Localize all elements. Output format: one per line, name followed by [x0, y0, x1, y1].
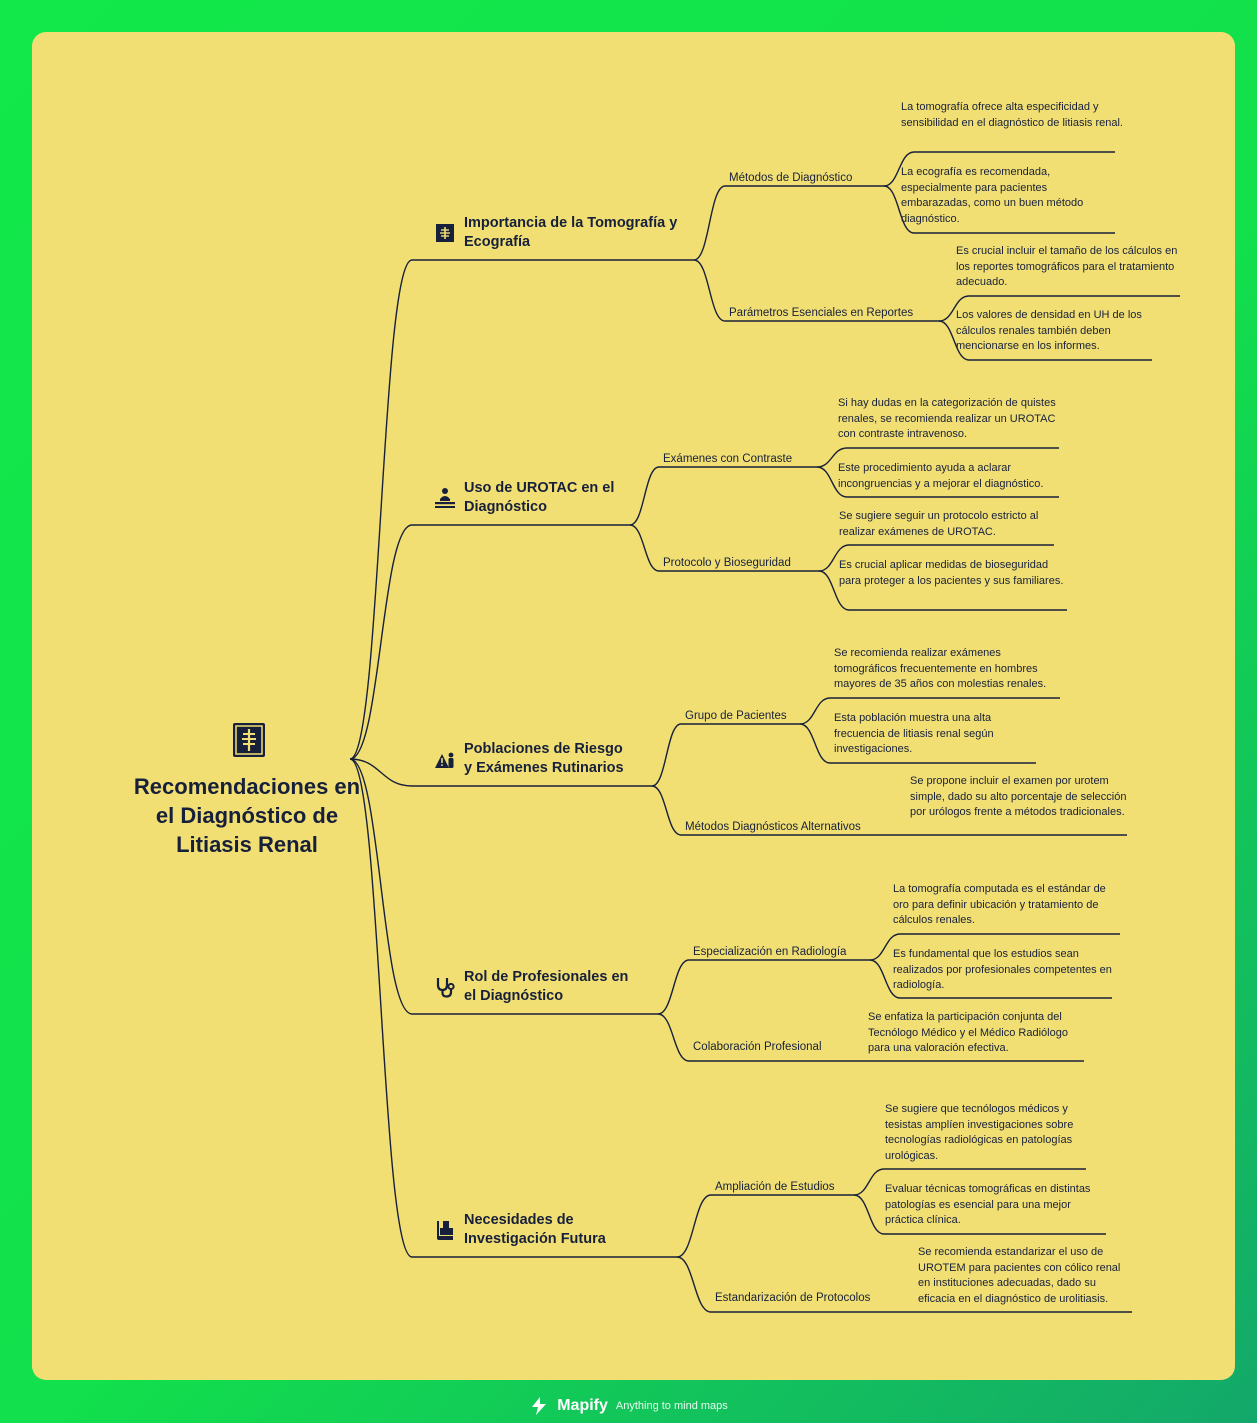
sub-ampliacion-estudios[interactable]: Ampliación de Estudios [715, 1181, 835, 1193]
connector-curve [693, 185, 726, 261]
patient-scan-icon [435, 488, 455, 508]
branch-title: Uso de UROTAC en el Diagnóstico [464, 480, 615, 515]
branch-rol-profesionales[interactable]: Rol de Profesionales en el Diagnóstico [434, 968, 644, 1006]
connector-curve [657, 959, 690, 1015]
connector-curve [938, 295, 970, 322]
branch-urotac[interactable]: Uso de UROTAC en el Diagnóstico [434, 479, 624, 517]
connector-curve [349, 259, 413, 760]
connector-curve [629, 524, 660, 572]
connector-curve [799, 697, 831, 725]
sub-protocolo-bioseguridad[interactable]: Protocolo y Bioseguridad [663, 557, 791, 569]
leaf-node: Si hay dudas en la categorización de qui… [838, 397, 1056, 440]
connector-curve [651, 785, 682, 836]
connector-curve [676, 1256, 712, 1313]
sub-metodos-diagnostico[interactable]: Métodos de Diagnóstico [729, 172, 853, 184]
leaf-node: Es crucial incluir el tamaño de los cálc… [956, 245, 1178, 288]
connector-curve [349, 524, 413, 760]
footer: Mapify Anything to mind maps [0, 1392, 1257, 1420]
leaf-node: Se propone incluir el examen por urotem … [910, 775, 1127, 818]
leaf-node: Se sugiere seguir un protocolo estricto … [839, 510, 1039, 538]
connector-curve [853, 1194, 885, 1235]
connector-curve [349, 758, 413, 787]
connector-curve [818, 544, 850, 572]
connector-curve [816, 447, 848, 468]
sub-examenes-contraste[interactable]: Exámenes con Contraste [663, 453, 793, 465]
leaf-node: Se recomienda estandarizar el uso de URO… [918, 1246, 1121, 1305]
leaf-node: La tomografía computada es el estándar d… [893, 883, 1106, 926]
connector-lines [349, 151, 1180, 1313]
leaf-node: La tomografía ofrece alta especificidad … [901, 101, 1123, 129]
sub-metodos-alternativos[interactable]: Métodos Diagnósticos Alternativos [685, 821, 861, 833]
leaf-node: Se sugiere que tecnólogos médicos y tesi… [885, 1103, 1074, 1162]
connector-curve [818, 570, 850, 611]
mind-map-canvas: Recomendaciones en el Diagnóstico de Lit… [32, 32, 1235, 1380]
connector-curve [816, 466, 848, 498]
branch-tomografia-ecografia[interactable]: Importancia de la Tomografía y Ecografía [434, 214, 679, 252]
leaf-node: Este procedimiento ayuda a aclarar incon… [838, 462, 1044, 490]
connector-curve [869, 959, 901, 999]
branch-poblaciones-riesgo[interactable]: Poblaciones de Riesgo y Exámenes Rutinar… [434, 740, 634, 778]
connector-curve [938, 320, 970, 361]
leaf-node: Es crucial aplicar medidas de biosegurid… [839, 559, 1064, 587]
leaf-node: La ecografía es recomendada, especialmen… [901, 166, 1084, 225]
branch-title: Rol de Profesionales en el Diagnóstico [464, 969, 629, 1004]
connector-curve [799, 723, 831, 764]
connector-curve [651, 723, 682, 787]
sub-colaboracion-profesional[interactable]: Colaboración Profesional [693, 1041, 822, 1053]
leaf-node: Se recomienda realizar exámenes tomográf… [834, 647, 1047, 690]
xray-film-icon [233, 723, 265, 757]
connector-curve [869, 933, 901, 961]
connector-curve [693, 259, 726, 322]
people-warning-icon [435, 752, 454, 768]
lightning-icon [532, 1397, 547, 1415]
connector-curve [629, 466, 660, 526]
sub-estandarizacion-protocolos[interactable]: Estandarización de Protocolos [715, 1292, 871, 1304]
leaf-node: Esta población muestra una alta frecuenc… [834, 712, 994, 755]
stethoscope-icon [436, 978, 455, 998]
leaf-node: Los valores de densidad en UH de los cál… [956, 309, 1142, 352]
branch-title: Poblaciones de Riesgo y Exámenes Rutinar… [464, 741, 624, 776]
connector-curve [349, 758, 413, 1015]
branch-investigacion-futura[interactable]: Necesidades de Investigación Futura [434, 1211, 669, 1249]
connector-curve [657, 1013, 690, 1062]
leaf-node: Es fundamental que los estudios sean rea… [893, 948, 1112, 991]
sub-grupo-pacientes[interactable]: Grupo de Pacientes [685, 710, 787, 722]
branch-title: Importancia de la Tomografía y Ecografía [464, 215, 678, 250]
sub-parametros-reportes[interactable]: Parámetros Esenciales en Reportes [729, 307, 914, 319]
connector-curve [883, 151, 915, 187]
branch-title: Necesidades de Investigación Futura [464, 1212, 606, 1247]
connector-curve [883, 185, 915, 234]
leaf-node: Evaluar técnicas tomográficas en distint… [885, 1183, 1091, 1226]
footer-brand[interactable]: Mapify [557, 1397, 608, 1414]
leaf-node: Se enfatiza la participación conjunta de… [868, 1011, 1068, 1054]
root-title: Recomendaciones en el Diagnóstico de Lit… [133, 774, 361, 857]
book-icon [437, 1221, 453, 1240]
connector-curve [853, 1168, 885, 1196]
sub-especializacion-radiologia[interactable]: Especialización en Radiología [693, 946, 847, 958]
footer-tagline: Anything to mind maps [615, 1400, 728, 1412]
connector-curve [349, 758, 413, 1258]
xray-film-icon [436, 224, 454, 242]
connector-curve [676, 1194, 712, 1258]
